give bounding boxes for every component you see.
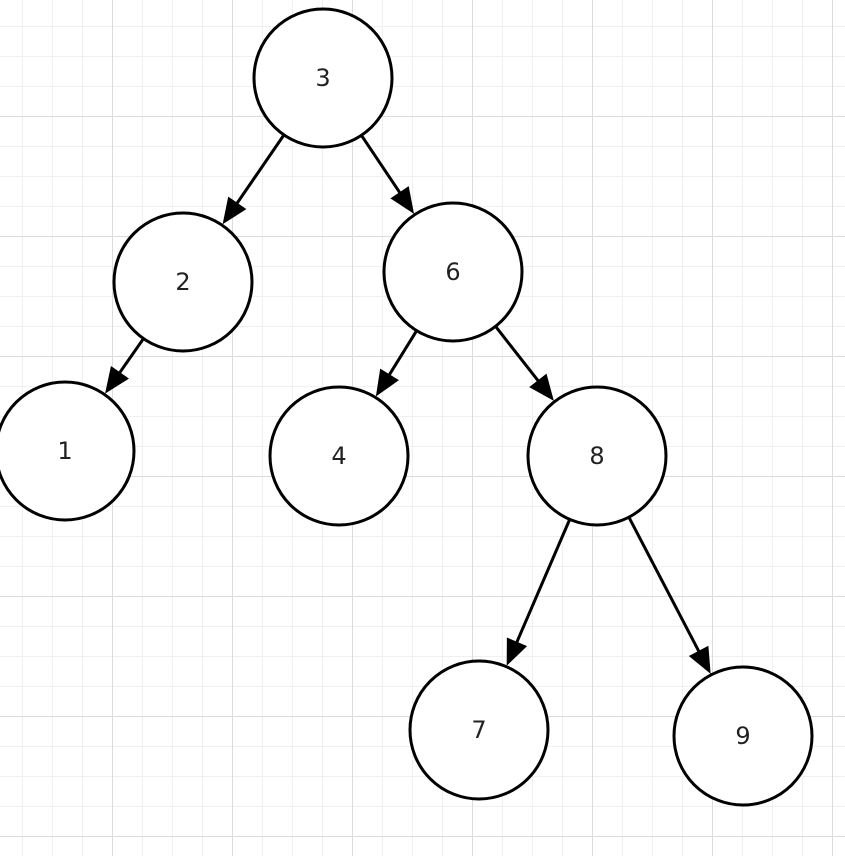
- tree-node-9: 9: [672, 665, 814, 807]
- edge-8-to-9: [627, 516, 711, 674]
- tree-node-8: 8: [526, 385, 668, 527]
- arrow-head-icon: [375, 368, 399, 397]
- node-layer: 3 2 6 1 4 8 7 9: [0, 7, 814, 807]
- edge-line: [387, 329, 418, 377]
- node-label: 6: [445, 258, 460, 286]
- node-label: 7: [471, 716, 486, 744]
- edge-line: [494, 325, 541, 383]
- edge-line: [627, 516, 701, 654]
- tree-node-2: 2: [112, 211, 254, 353]
- edge-line: [117, 337, 145, 375]
- arrow-head-icon: [688, 645, 711, 674]
- edge-line: [234, 134, 286, 206]
- node-label: 8: [589, 442, 604, 470]
- node-circle: [408, 659, 550, 801]
- tree-node-4: 4: [268, 385, 410, 527]
- edge-3-to-6: [360, 134, 415, 214]
- edge-line: [514, 518, 572, 645]
- tree-node-6: 6: [382, 201, 524, 343]
- node-circle: [382, 201, 524, 343]
- arrow-head-icon: [222, 196, 247, 225]
- edge-8-to-7: [506, 518, 572, 666]
- node-circle: [268, 385, 410, 527]
- node-label: 9: [735, 722, 750, 750]
- edge-line: [360, 134, 402, 195]
- edge-2-to-1: [105, 337, 145, 394]
- edge-6-to-4: [375, 329, 418, 397]
- arrow-head-icon: [390, 186, 415, 214]
- tree-node-1: 1: [0, 380, 136, 522]
- tree-node-3: 3: [252, 7, 394, 149]
- arrow-head-icon: [529, 373, 554, 401]
- tree-node-7: 7: [408, 659, 550, 801]
- edge-layer: [105, 134, 711, 674]
- arrow-head-icon: [506, 637, 528, 666]
- node-label: 4: [331, 442, 346, 470]
- node-label: 2: [175, 268, 190, 296]
- arrow-head-icon: [105, 365, 129, 394]
- node-circle: [112, 211, 254, 353]
- node-circle: [0, 380, 136, 522]
- node-label: 1: [57, 437, 72, 465]
- edge-6-to-8: [494, 325, 554, 401]
- edge-3-to-2: [222, 134, 286, 225]
- node-circle: [672, 665, 814, 807]
- node-circle: [526, 385, 668, 527]
- node-label: 3: [315, 64, 330, 92]
- node-circle: [252, 7, 394, 149]
